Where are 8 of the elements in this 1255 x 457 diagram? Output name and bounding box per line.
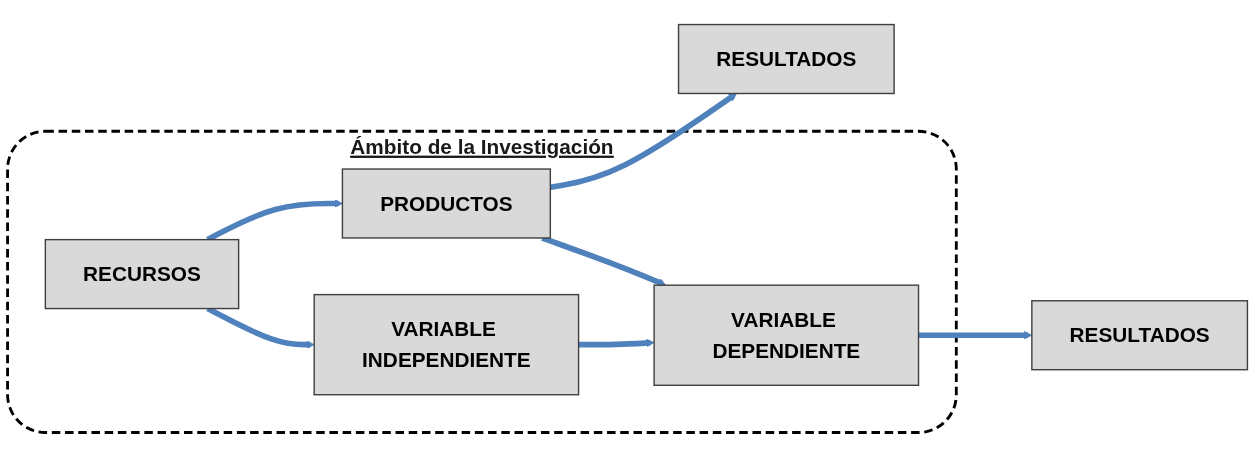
node-box: PRODUCTOS xyxy=(341,168,552,239)
node-box: RESULTADOS xyxy=(1031,300,1249,371)
arrow xyxy=(541,235,667,287)
node-box: VARIABLE INDEPENDIENTE xyxy=(313,293,580,396)
arrow xyxy=(578,338,655,348)
node-box: RECURSOS xyxy=(44,238,240,310)
node-box: RESULTADOS xyxy=(677,23,895,95)
node-box: VARIABLE DEPENDIENTE xyxy=(653,284,920,386)
